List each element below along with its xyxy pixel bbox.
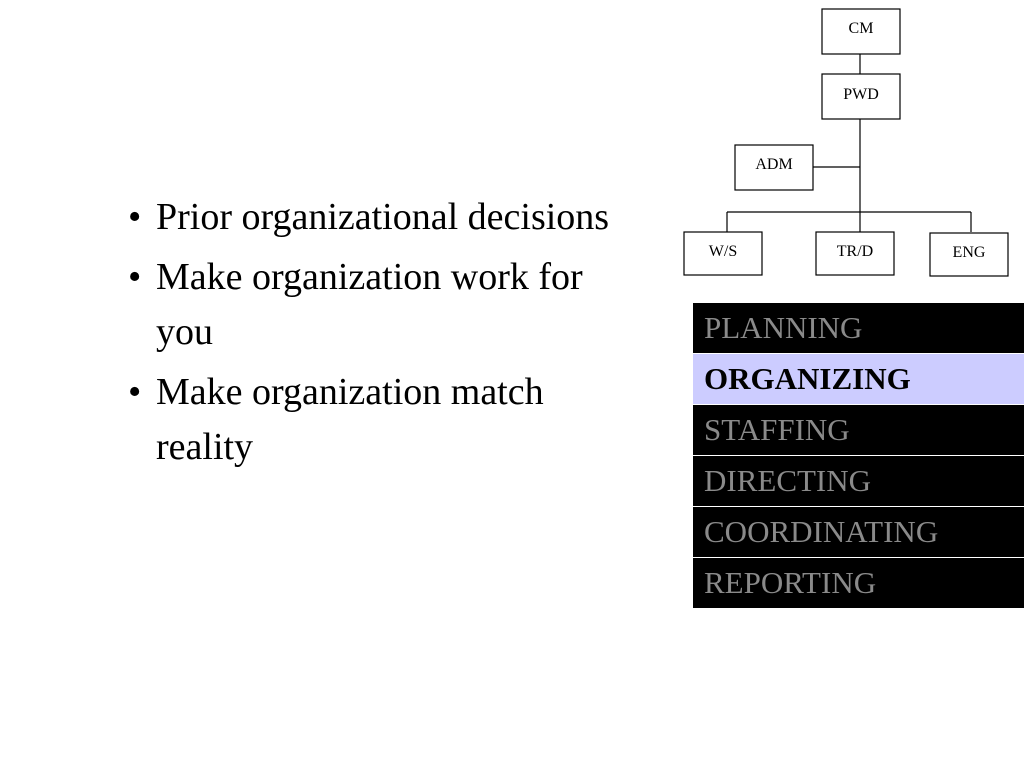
bullet-dot: • — [128, 371, 142, 413]
org-node-label: TR/D — [837, 243, 873, 260]
org-node-eng: ENG — [929, 232, 1009, 277]
phase-list: PLANNING ORGANIZING STAFFING DIRECTING C… — [693, 303, 1024, 609]
phase-item-reporting: REPORTING — [693, 558, 1024, 608]
org-node-label: ENG — [953, 244, 986, 261]
bullet-item: • Prior organizational decisions — [128, 190, 628, 245]
bullet-text: Make organization match reality — [156, 371, 544, 468]
phase-item-directing: DIRECTING — [693, 456, 1024, 506]
phase-item-organizing: ORGANIZING — [693, 354, 1024, 404]
bullet-dot: • — [128, 196, 142, 238]
bullet-text: Prior organizational decisions — [156, 196, 610, 238]
org-node-label: CM — [849, 20, 874, 37]
org-node-adm: ADM — [734, 144, 814, 191]
org-node-cm: CM — [821, 8, 901, 55]
phase-item-staffing: STAFFING — [693, 405, 1024, 455]
phase-item-coordinating: COORDINATING — [693, 507, 1024, 557]
org-chart: CM PWD ADM W/S TR/D ENG — [683, 8, 1009, 277]
org-node-trd: TR/D — [815, 231, 895, 276]
bullet-text: Make organization work for you — [156, 256, 583, 353]
bullet-item: • Make organization work for you — [128, 250, 628, 360]
org-node-ws: W/S — [683, 231, 763, 276]
bullet-item: • Make organization match reality — [128, 365, 628, 475]
bullet-list: • Prior organizational decisions • Make … — [128, 190, 628, 480]
org-node-pwd: PWD — [821, 73, 901, 120]
org-node-label: PWD — [843, 86, 879, 103]
org-node-label: W/S — [709, 243, 737, 260]
org-node-label: ADM — [755, 156, 792, 173]
bullet-dot: • — [128, 256, 142, 298]
phase-item-planning: PLANNING — [693, 303, 1024, 353]
